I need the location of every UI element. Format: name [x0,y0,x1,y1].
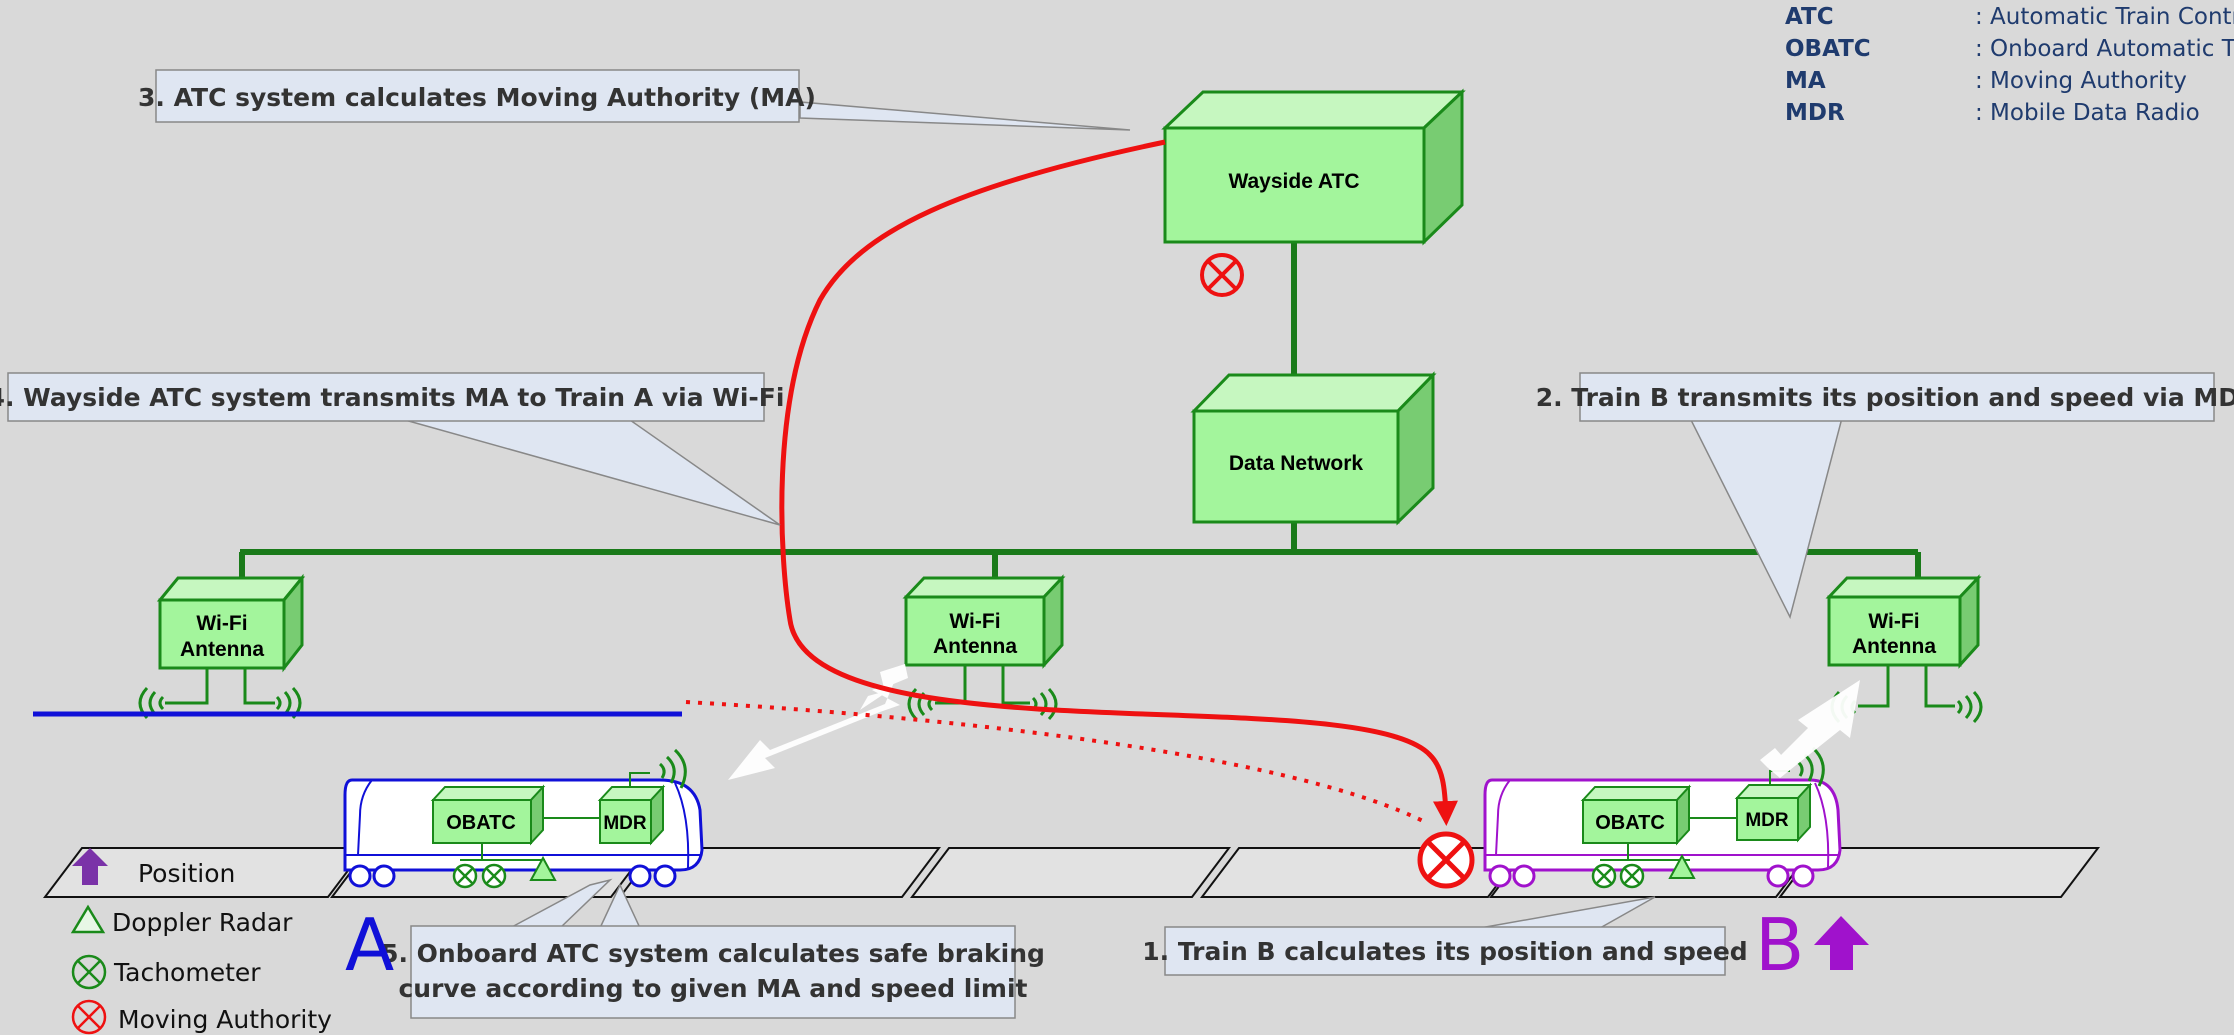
legend-position: Position [72,848,235,888]
data-network-box: Data Network [1190,371,1437,526]
callout-step4-text: 4. Wayside ATC system transmits MA to Tr… [0,383,784,412]
callout-step3: 3. ATC system calculates Moving Authorit… [138,69,1131,131]
glossary-desc-atc: : Automatic Train Control [1975,4,2234,30]
wifi-waves-icon [907,687,1058,721]
legend-moving-authority-label: Moving Authority [118,1005,332,1034]
tachometer-icon [1619,863,1645,889]
callout-step2-text: 2. Train B transmits its position and sp… [1536,383,2234,412]
doppler-radar-icon [70,904,106,934]
train-a-label: A [345,903,394,987]
wifi-label-line1: Wi-Fi [949,610,1000,633]
train-b-radio-waves-icon [1796,746,1825,787]
ma-dotted-line [685,700,1426,824]
tachometer-icon [481,863,507,889]
obatc-label: OBATC [1595,812,1665,834]
train-b-label: B [1755,903,1804,987]
callout-step5-line1: 5. Onboard ATC system calculates safe br… [381,939,1045,968]
callout-step4: 4. Wayside ATC system transmits MA to Tr… [0,372,784,526]
train-a-obatc-box: OBATC [430,784,546,846]
wifi-antenna-left: Wi-Fi Antenna [138,573,306,720]
legend-tachometer-label: Tachometer [113,958,261,987]
doppler-radar-icon [529,855,557,881]
callout-step3-text: 3. ATC system calculates Moving Authorit… [138,83,816,112]
mdr-label: MDR [1745,810,1789,831]
mdr-label: MDR [603,813,647,834]
doppler-radar-icon [1668,853,1696,879]
wifi-label-line2: Antenna [1852,635,1936,658]
network-lines [239,242,1921,578]
glossary-desc-obatc: : Onboard Automatic Train Control [1975,36,2234,62]
glossary-abbr-atc: ATC [1785,4,1834,30]
tachometer-icon [1591,863,1617,889]
callout-step1: 1. Train B calculates its position and s… [1142,896,1748,976]
obatc-label: OBATC [446,812,516,834]
train-b-mdr-box: MDR [1734,782,1813,843]
tachometer-icon [452,863,478,889]
glossary-abbr-mdr: MDR [1785,100,1845,126]
train-b-obatc-box: OBATC [1580,784,1692,846]
legend-doppler: Doppler Radar [70,904,293,937]
callout-step2: 2. Train B transmits its position and sp… [1536,372,2234,620]
tachometer-icon [71,954,107,990]
train-b: OBATC MDR [1483,746,1842,889]
legend-position-label: Position [138,859,235,888]
train-a-mdr-box: MDR [597,784,666,846]
legend-doppler-label: Doppler Radar [112,908,293,937]
callout-step5: 5. Onboard ATC system calculates safe br… [381,878,1045,1019]
ma-transmission-arrow [728,664,908,780]
glossary: ATC : Automatic Train Control OBATC : On… [1785,4,2234,126]
wayside-atc-box: Wayside ATC [1161,88,1466,246]
ma-curve [779,139,1458,826]
moving-authority-limit-icon [1417,831,1475,889]
legend-tachometer: Tachometer [71,954,261,990]
position-arrow-icon [72,848,108,885]
data-network-label: Data Network [1229,452,1364,475]
wifi-label-line2: Antenna [180,638,264,661]
glossary-desc-ma: : Moving Authority [1975,68,2187,94]
moving-authority-icon [71,999,107,1035]
glossary-desc-mdr: : Mobile Data Radio [1975,100,2200,126]
wifi-label-line1: Wi-Fi [1868,610,1919,633]
callout-step5-line2: curve according to given MA and speed li… [398,974,1027,1003]
wifi-label-line2: Antenna [933,635,1017,658]
callout-step1-text: 1. Train B calculates its position and s… [1142,937,1747,966]
glossary-abbr-obatc: OBATC [1785,36,1871,62]
train-a: OBATC MDR [343,748,704,889]
train-a-radio-waves-icon [658,748,687,789]
legend-moving-authority: Moving Authority [71,999,332,1035]
wayside-atc-label: Wayside ATC [1228,170,1359,193]
wifi-antenna-right: Wi-Fi Antenna [1825,574,1983,724]
glossary-abbr-ma: MA [1785,68,1826,94]
wifi-antenna-center: Wi-Fi Antenna [902,574,1066,721]
position-transmission-arrow [1760,680,1860,778]
wifi-label-line1: Wi-Fi [196,612,247,635]
moving-authority-icon [1200,253,1244,297]
train-b-position-arrow-icon [1814,916,1869,970]
legend: Position Doppler Radar Tachometer Moving… [70,848,332,1035]
